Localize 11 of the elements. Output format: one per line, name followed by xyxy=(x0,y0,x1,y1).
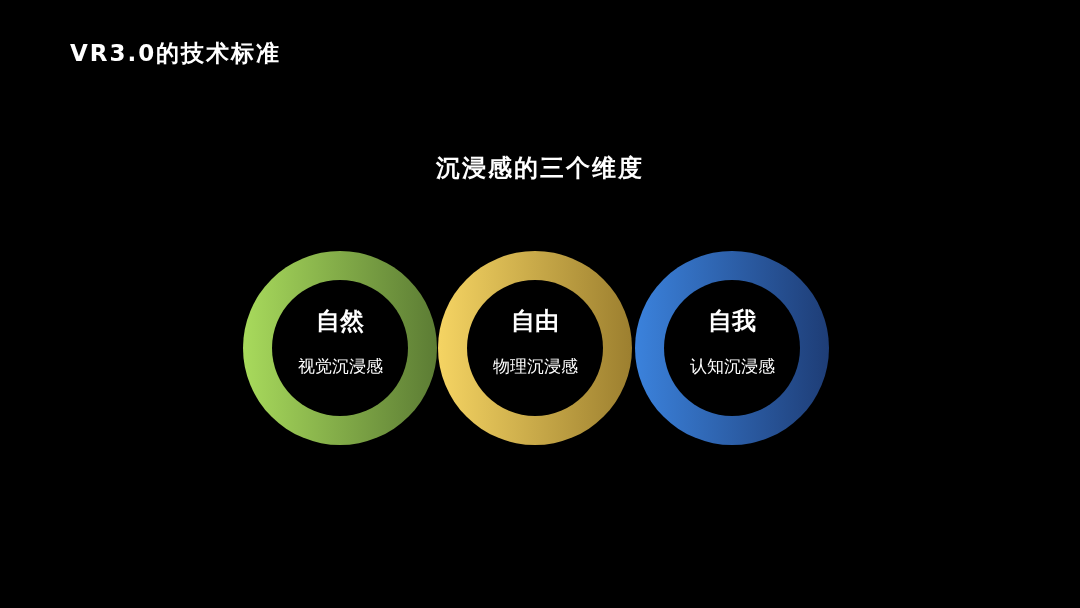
ring xyxy=(243,251,437,445)
ring xyxy=(438,251,632,445)
ring-caption: 物理沉浸感 xyxy=(491,355,579,378)
slide-title: VR3.0的技术标准 xyxy=(70,39,282,68)
ring xyxy=(635,251,829,445)
ring-heading: 自我 xyxy=(707,306,757,337)
ring-heading: 自由 xyxy=(510,306,560,337)
ring-caption: 视觉沉浸感 xyxy=(296,355,384,378)
section-heading: 沉浸感的三个维度 xyxy=(435,153,645,184)
ring-caption: 认知沉浸感 xyxy=(688,355,776,378)
ring-heading: 自然 xyxy=(315,306,365,337)
